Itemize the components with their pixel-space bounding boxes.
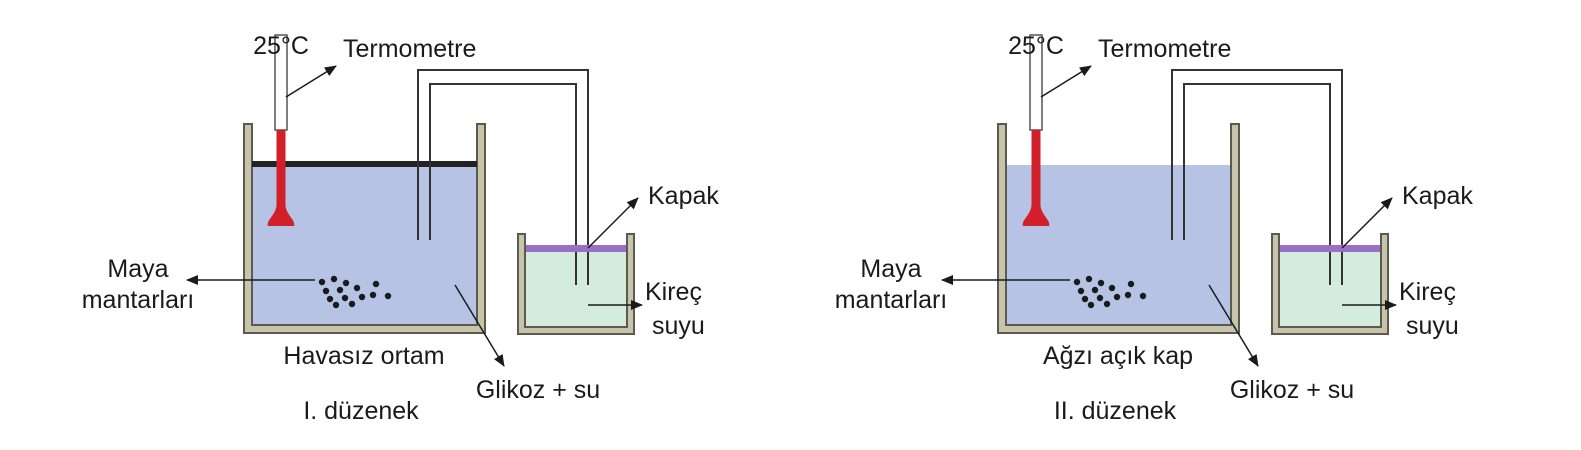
- delivery-tube: [1171, 69, 1343, 285]
- thermometer-label: Termometre: [343, 35, 476, 63]
- setup-label: I. düzenek: [303, 397, 419, 425]
- thermometer: [267, 34, 295, 226]
- yeast-label-line1: Maya: [860, 255, 921, 283]
- thermometer-label: Termometre: [1098, 35, 1231, 63]
- yeast-cells: [1073, 275, 1147, 309]
- solution-label: Glikoz + su: [1230, 376, 1354, 404]
- limewater-label-line2: suyu: [1406, 312, 1459, 340]
- limewater-container: [517, 233, 635, 335]
- leader-arrows: [941, 65, 1397, 367]
- yeast-label-line2: mantarları: [82, 286, 195, 314]
- setup-2: 25°C Termometre Kapak Kireç suyu Maya ma…: [835, 32, 1474, 425]
- yeast-label-line1: Maya: [107, 255, 168, 283]
- container-wall: [997, 123, 1240, 334]
- container-wall: [243, 123, 486, 334]
- solution-label: Glikoz + su: [476, 376, 600, 404]
- yeast-cells: [318, 275, 392, 309]
- airtight-lid: [252, 161, 477, 167]
- leader-arrows: [186, 65, 643, 367]
- delivery-tube: [417, 69, 589, 285]
- limewater-label-line2: suyu: [652, 312, 705, 340]
- thermometer: [1022, 34, 1050, 226]
- yeast-label-line2: mantarları: [835, 286, 948, 314]
- lid-label: Kapak: [648, 182, 719, 210]
- medium-label: Ağzı açık kap: [1043, 342, 1193, 370]
- thermometer-bulb: [1022, 205, 1050, 226]
- temperature-label: 25°C: [1008, 32, 1064, 60]
- setup-label: II. düzenek: [1054, 397, 1177, 425]
- thermometer-mercury: [276, 130, 286, 215]
- glucose-water-solution: [252, 165, 477, 325]
- limewater-label-line1: Kireç: [645, 278, 702, 306]
- limewater-lid: [1279, 245, 1381, 252]
- lid-label: Kapak: [1402, 182, 1473, 210]
- thermometer-mercury: [1031, 130, 1041, 215]
- temperature-label: 25°C: [253, 32, 309, 60]
- medium-label: Havasız ortam: [283, 342, 444, 370]
- setup-1: 25°C Termometre Kapak Kireç suyu Maya ma…: [82, 32, 720, 425]
- limewater-container: [1271, 233, 1389, 335]
- limewater-lid: [525, 245, 627, 252]
- thermometer-bulb: [267, 205, 295, 226]
- limewater-label-line1: Kireç: [1399, 278, 1456, 306]
